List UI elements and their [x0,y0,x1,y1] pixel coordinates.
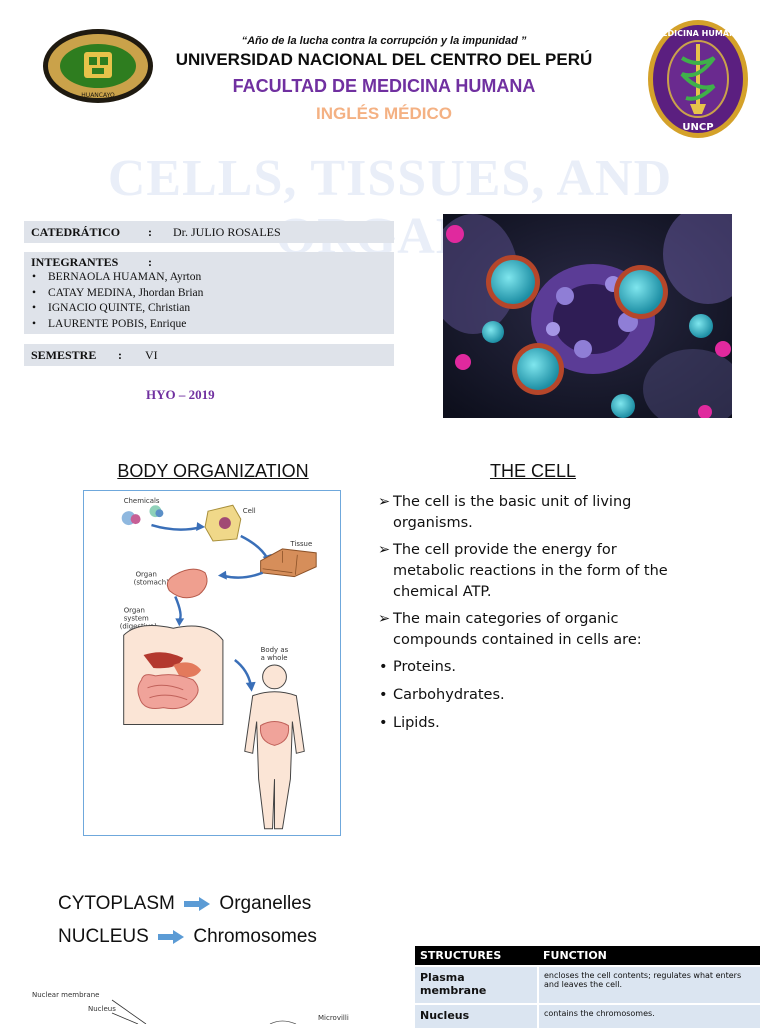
bullet-icon: • [379,715,388,731]
logo-bottom-text: UNCP [682,122,713,133]
semestre-box: SEMESTRE : VI [24,344,394,366]
cell-point: ➢ The cell is the basic unit of living o… [378,492,678,534]
bullet-icon: • [379,687,388,703]
cytoplasm-label: CYTOPLASM [58,893,175,914]
label-body: Body as [261,646,289,654]
catedratico-separator: : [148,225,152,239]
members-list: BERNAOLA HUAMAN, Ayrton CATAY MEDINA, Jh… [32,270,203,332]
structures-table: STRUCTURES FUNCTION Plasma membrane encl… [415,946,760,1028]
chromosomes-label: Chromosomes [193,926,317,947]
right-arrow-icon [158,929,185,944]
semestre-separator: : [118,348,122,362]
nucleus-row: NUCLEUS Chromosomes [58,926,317,948]
cell-photo-image [443,214,732,418]
member-item: CATAY MEDINA, Jhordan Brian [32,286,203,302]
university-seal-logo: HUANCAYO [43,29,153,103]
compound-text: Lipids. [393,715,440,731]
cell-point-text: The main categories of organic compounds… [393,611,642,648]
label-nuclear-membrane: Nuclear membrane [32,991,99,999]
label-system-sub1: system [124,614,149,622]
label-body-sub: a whole [261,654,288,662]
logo-top-text: MEDICINA HUMANA [654,29,743,38]
label-system-sub2: (digestive) [120,622,157,630]
the-cell-heading: THE CELL [489,461,577,481]
compound-text: Carbohydrates. [393,687,505,703]
organelles-label: Organelles [219,893,312,914]
seal-text: HUANCAYO [81,92,115,99]
label-cell: Cell [243,507,256,515]
member-item: IGNACIO QUINTE, Christian [32,301,203,317]
faculty-name: FACULTAD DE MEDICINA HUMANA [232,76,536,96]
cell-point: ➢ The main categories of organic compoun… [378,609,678,651]
header-function: FUNCTION [538,946,760,966]
table-row: Nucleus contains the chromosomes. [415,1003,760,1028]
cell-point-text: The cell is the basic unit of living org… [393,494,632,531]
body-organization-diagram: Chemicals Cell Tissue Organ (stomach) Or… [83,490,341,836]
body-organization-heading: BODY ORGANIZATION [117,461,309,481]
label-microvilli: Microvilli [318,1014,349,1022]
arrow-bullet-icon: ➢ [378,611,391,627]
arrow-bullet-icon: ➢ [378,542,391,558]
label-chemicals: Chemicals [124,497,160,505]
compound-item: • Proteins. [378,657,678,678]
label-system: Organ [124,606,145,614]
nucleus-label: NUCLEUS [58,926,149,947]
course-name: INGLÉS MÉDICO [315,104,452,123]
cell-point-text: The cell provide the energy for metaboli… [393,542,668,600]
motto-text: “Año de la lucha contra la corrupción y … [241,35,527,47]
header-structures: STRUCTURES [415,946,538,966]
label-nucleus: Nucleus [88,1005,116,1013]
structure-cell: Nucleus [415,1003,539,1028]
semestre-label: SEMESTRE [31,348,97,362]
cell-structure-diagram: Nuclear membrane Nucleus Microvilli [32,991,349,1024]
integrantes-separator: : [148,255,152,269]
the-cell-content: ➢ The cell is the basic unit of living o… [378,492,678,741]
function-cell: encloses the cell contents; regulates wh… [538,965,760,1004]
label-organ: Organ [136,571,157,579]
member-item: LAURENTE POBIS, Enrique [32,317,203,333]
integrantes-box: INTEGRANTES : BERNAOLA HUAMAN, Ayrton CA… [24,252,394,334]
cytoplasm-row: CYTOPLASM Organelles [58,893,311,915]
cell-point: ➢ The cell provide the energy for metabo… [378,540,678,603]
catedratico-value: Dr. JULIO ROSALES [173,225,281,239]
function-cell: contains the chromosomes. [538,1003,760,1028]
right-arrow-icon [184,896,211,911]
catedratico-label: CATEDRÁTICO [31,225,121,239]
place-year: HYO – 2019 [146,387,215,402]
member-item: BERNAOLA HUAMAN, Ayrton [32,270,203,286]
compound-text: Proteins. [393,659,456,675]
faculty-logo: MEDICINA HUMANA UNCP [648,20,748,138]
compound-item: • Lipids. [378,713,678,734]
university-name: UNIVERSIDAD NACIONAL DEL CENTRO DEL PERÚ [175,50,593,69]
label-tissue: Tissue [289,540,312,548]
table-header-row: STRUCTURES FUNCTION [415,946,760,966]
table-row: Plasma membrane encloses the cell conten… [415,965,760,1004]
bullet-icon: • [379,659,388,675]
integrantes-label: INTEGRANTES [31,255,119,269]
compound-item: • Carbohydrates. [378,685,678,706]
catedratico-box: CATEDRÁTICO : Dr. JULIO ROSALES [24,221,394,243]
semestre-value: VI [145,348,158,362]
arrow-bullet-icon: ➢ [378,494,391,510]
label-organ-sub: (stomach) [134,579,170,587]
structure-cell: Plasma membrane [415,965,539,1004]
